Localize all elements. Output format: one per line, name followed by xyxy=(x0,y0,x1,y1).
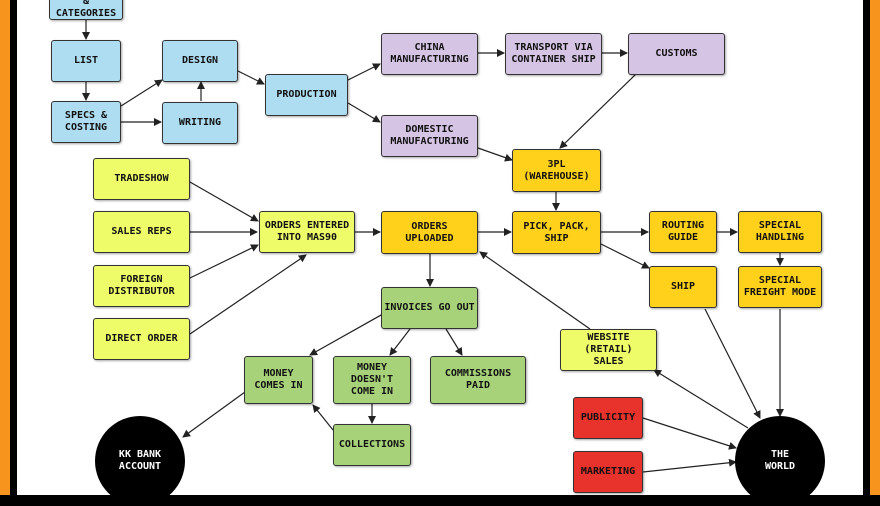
node-orders-uploaded: ORDERS UPLOADED xyxy=(381,211,478,254)
node-direct-order: DIRECT ORDER xyxy=(93,318,190,360)
node-the-world: THE WORLD xyxy=(735,416,825,506)
node-publicity: PUBLICITY xyxy=(573,397,643,439)
arrow-website-uploaded xyxy=(479,251,591,330)
right-orange-border xyxy=(870,0,880,495)
arrow-specs-design xyxy=(120,79,163,107)
arrow-foreign-orders xyxy=(189,244,259,279)
arrow-ship-world xyxy=(704,308,761,419)
node-domestic-manufacturing: DOMESTIC MANUFACTURING xyxy=(381,115,478,157)
left-orange-border xyxy=(0,0,10,495)
arrow-publicity-world xyxy=(642,417,737,450)
arrow-collections-moneyin xyxy=(312,404,334,431)
arrow-invoices-moneyin xyxy=(309,309,391,356)
arrow-direct-orders xyxy=(189,254,307,335)
diagram-frame: & CATEGORIES LIST SPECS & COSTING DESIGN… xyxy=(0,0,880,495)
arrow-moneyin-bank xyxy=(182,391,246,438)
arrow-invoices-moneynot xyxy=(389,328,411,356)
node-specs-costing: SPECS & COSTING xyxy=(51,101,121,143)
node-bank-account: KK BANK ACCOUNT xyxy=(95,416,185,506)
node-special-freight-mode: SPECIAL FREIGHT MODE xyxy=(738,266,822,308)
node-warehouse: 3PL (WAREHOUSE) xyxy=(512,149,601,192)
arrow-marketing-world xyxy=(642,458,737,473)
node-writing: WRITING xyxy=(162,102,238,144)
arrow-tradeshow-orders xyxy=(189,181,259,222)
node-china-manufacturing: CHINA MANUFACTURING xyxy=(381,33,478,75)
node-marketing: MARKETING xyxy=(573,451,643,493)
node-money-doesnt-come-in: MONEY DOESN'T COME IN xyxy=(333,356,411,404)
node-routing-guide: ROUTING GUIDE xyxy=(649,211,717,253)
arrow-customs-warehouse xyxy=(559,73,637,149)
node-ship: SHIP xyxy=(649,266,717,308)
node-money-comes-in: MONEY COMES IN xyxy=(244,356,313,404)
arrow-invoices-commissions xyxy=(445,328,463,356)
node-categories: & CATEGORIES xyxy=(49,0,123,20)
arrow-production-domestic xyxy=(347,102,381,123)
node-orders-entered: ORDERS ENTERED INTO MAS90 xyxy=(259,211,355,253)
node-collections: COLLECTIONS xyxy=(333,424,411,466)
node-foreign-distributor: FOREIGN DISTRIBUTOR xyxy=(93,265,190,307)
arrow-domestic-warehouse xyxy=(477,147,513,162)
node-production: PRODUCTION xyxy=(265,74,348,116)
arrow-design-production xyxy=(237,70,265,85)
flow-arrows xyxy=(82,20,784,473)
arrow-world-website xyxy=(653,369,749,429)
arrow-pick-ship xyxy=(600,243,650,269)
node-commissions-paid: COMMISSIONS PAID xyxy=(430,356,526,404)
arrow-production-china xyxy=(347,63,381,81)
node-invoices: INVOICES GO OUT xyxy=(381,287,478,329)
node-list: LIST xyxy=(51,40,121,82)
node-customs: CUSTOMS xyxy=(628,33,725,75)
node-design: DESIGN xyxy=(162,40,238,82)
node-pick-pack-ship: PICK, PACK, SHIP xyxy=(512,211,601,254)
node-special-handling: SPECIAL HANDLING xyxy=(738,211,822,253)
node-tradeshow: TRADESHOW xyxy=(93,158,190,200)
node-sales-reps: SALES REPS xyxy=(93,211,190,253)
node-transport-container-ship: TRANSPORT VIA CONTAINER SHIP xyxy=(505,33,602,75)
node-website-sales: WEBSITE (RETAIL) SALES xyxy=(560,329,657,371)
